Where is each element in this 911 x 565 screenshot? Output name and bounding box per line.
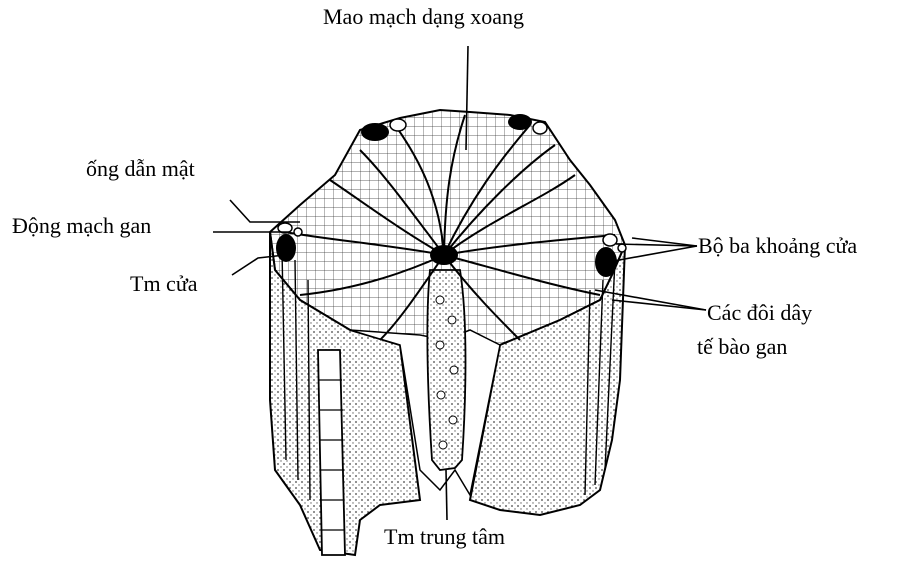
label-hepatic-artery: Động mạch gan bbox=[12, 213, 151, 239]
label-bile-duct: ống dẫn mật bbox=[86, 156, 195, 182]
label-hepatocyte-cords: Các đôi dây tế bào gan bbox=[707, 296, 812, 364]
central-vein-column bbox=[427, 270, 465, 470]
left-portal-column bbox=[318, 350, 345, 555]
label-hepatocyte-cords-line2: tế bào gan bbox=[697, 330, 812, 364]
label-portal-vein: Tm cửa bbox=[130, 271, 198, 297]
label-hepatocyte-cords-line1: Các đôi dây bbox=[707, 296, 812, 330]
label-central-vein: Tm trung tâm bbox=[384, 524, 505, 550]
label-portal-triad: Bộ ba khoảng cửa bbox=[698, 233, 857, 259]
label-sinusoid: Mao mạch dạng xoang bbox=[323, 4, 524, 30]
leader-central bbox=[446, 470, 447, 520]
central-vein-opening bbox=[430, 245, 458, 265]
